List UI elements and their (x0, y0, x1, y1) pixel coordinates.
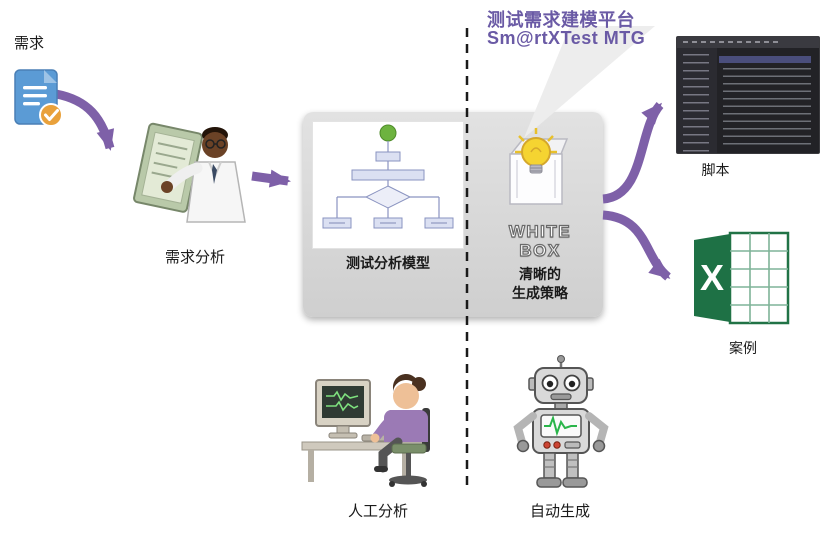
platform-title: 测试需求建模平台 (487, 10, 635, 30)
ide-code-lines (723, 68, 811, 148)
auto-generation-label: 自动生成 (529, 503, 590, 520)
manual-analysis-label: 人工分析 (347, 503, 408, 520)
test-analysis-model-label: 测试分析模型 (346, 255, 430, 271)
lightbulb-box-icon (509, 128, 569, 205)
case-label: 案例 (729, 340, 757, 356)
check-badge-icon (39, 103, 63, 127)
ide-titlebar (677, 37, 819, 48)
arrow-platform-to-case (602, 210, 672, 281)
platform-subtitle: Sm@rtXTest MTG (487, 28, 646, 48)
ide-body (677, 48, 819, 153)
ide-sidebar (677, 48, 717, 153)
arrow-doc-to-analyst (55, 89, 115, 151)
arrow-analyst-to-platform (251, 169, 291, 188)
excel-x-letter: X (700, 257, 724, 298)
strategy-label-line1: 清晰的 (519, 266, 561, 282)
script-screenshot (676, 36, 820, 154)
requirements-analysis-label: 需求分析 (164, 249, 225, 266)
script-label: 脚本 (701, 162, 730, 178)
arrow-platform-to-script (602, 102, 664, 204)
robot-illustration (513, 355, 609, 488)
requirements-label: 需求 (14, 35, 45, 52)
test-model-panel (312, 121, 464, 249)
excel-icon: X (694, 231, 790, 325)
manual-analysis-illustration (301, 373, 430, 487)
analyst-illustration (133, 122, 246, 223)
requirements-document-icon (14, 69, 63, 127)
white-box-label: WHITE BOX (508, 221, 572, 260)
bulb-icon (515, 128, 557, 174)
ide-selected-row (719, 56, 811, 63)
flowchart-icon (322, 124, 454, 229)
strategy-label-line2: 生成策略 (512, 285, 568, 301)
